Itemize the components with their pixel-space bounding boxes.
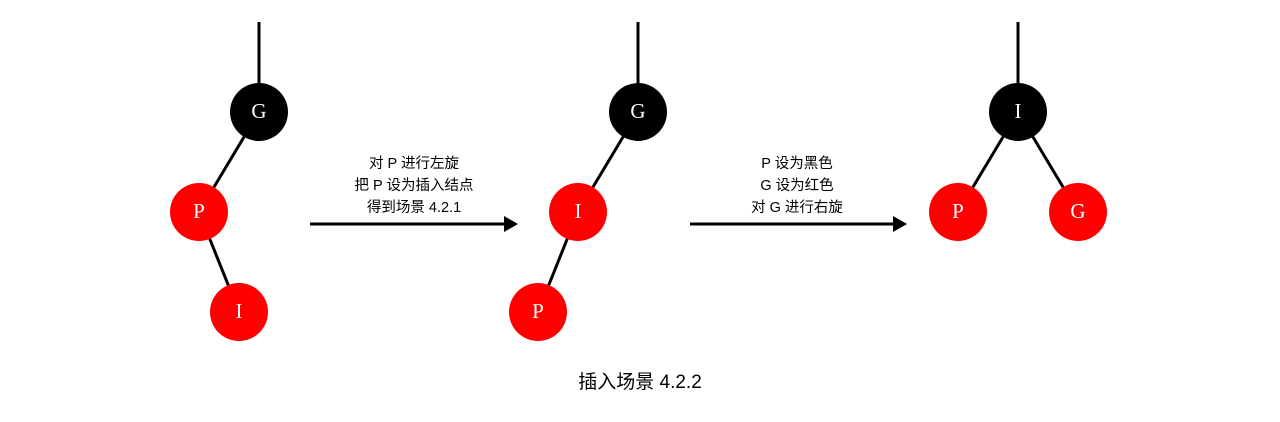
step-label-line: 对 P 进行左旋	[369, 155, 459, 172]
step-label-line: G 设为红色	[760, 177, 833, 194]
tree-node-p[interactable]: P	[509, 283, 567, 341]
node-label: I	[575, 199, 582, 223]
tree-node-g[interactable]: G	[230, 83, 288, 141]
transition-arrow-head	[504, 216, 518, 232]
tree-edge	[1031, 135, 1065, 189]
node-circle-red	[929, 183, 987, 241]
tree-node-p[interactable]: P	[929, 183, 987, 241]
tree-edge	[971, 135, 1005, 189]
caption-text: 插入场景 4.2.2	[578, 371, 702, 393]
diagram-caption: 插入场景 4.2.2	[578, 371, 702, 393]
node-label: P	[952, 199, 964, 223]
node-label: P	[532, 299, 544, 323]
step-label-line: 得到场景 4.2.1	[367, 199, 461, 216]
tree-node-g[interactable]: G	[1049, 183, 1107, 241]
tree-before: G P I	[170, 22, 288, 341]
tree-edge	[547, 237, 569, 287]
step-label-line: 把 P 设为插入结点	[355, 177, 474, 194]
node-circle-red	[509, 283, 567, 341]
step-label-line: P 设为黑色	[761, 155, 832, 172]
tree-node-p[interactable]: P	[170, 183, 228, 241]
tree-node-i[interactable]: I	[549, 183, 607, 241]
tree-after: I P G	[929, 22, 1107, 241]
tree-edge	[208, 237, 230, 287]
node-circle-red	[210, 283, 268, 341]
node-circle-red	[549, 183, 607, 241]
node-label: I	[1015, 99, 1022, 123]
node-label: I	[236, 299, 243, 323]
node-circle-red	[1049, 183, 1107, 241]
step-label-line: 对 G 进行右旋	[751, 199, 843, 216]
tree-node-g[interactable]: G	[609, 83, 667, 141]
node-label: P	[193, 199, 205, 223]
tree-node-i[interactable]: I	[210, 283, 268, 341]
node-label: G	[630, 99, 645, 123]
tree-edge	[591, 135, 625, 189]
node-circle-red	[170, 183, 228, 241]
tree-node-i[interactable]: I	[989, 83, 1047, 141]
node-label: G	[1070, 199, 1085, 223]
node-label: G	[251, 99, 266, 123]
node-circle-black	[230, 83, 288, 141]
tree-middle: G I P	[509, 22, 667, 341]
transition-arrow-head	[893, 216, 907, 232]
node-circle-black	[609, 83, 667, 141]
tree-edge	[212, 135, 246, 189]
node-circle-black	[989, 83, 1047, 141]
